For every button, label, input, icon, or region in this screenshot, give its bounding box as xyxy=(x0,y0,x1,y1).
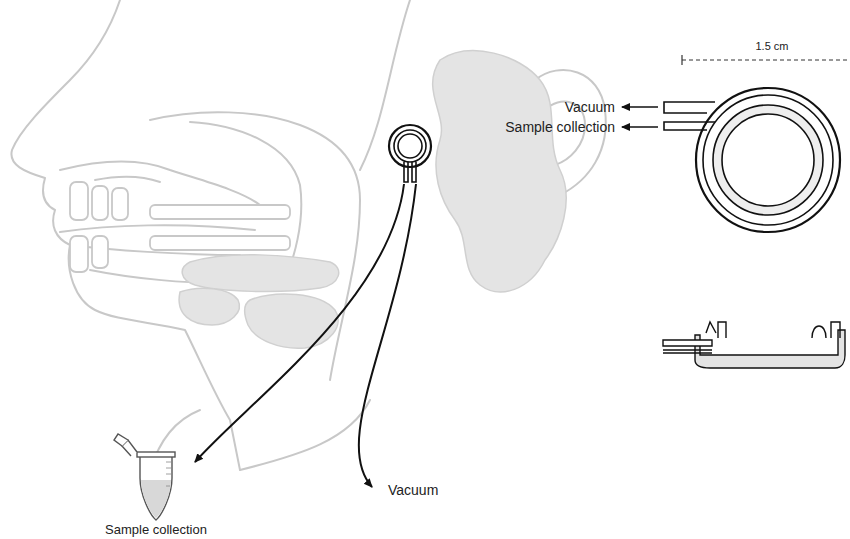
vacuum-label: Vacuum xyxy=(388,482,438,498)
dimension-label: 1.5 cm xyxy=(755,38,788,54)
sample-collection-label: Sample collection xyxy=(105,522,207,538)
sample-collection-label: Sample collection xyxy=(505,119,615,135)
vacuum-label: Vacuum xyxy=(565,99,615,115)
